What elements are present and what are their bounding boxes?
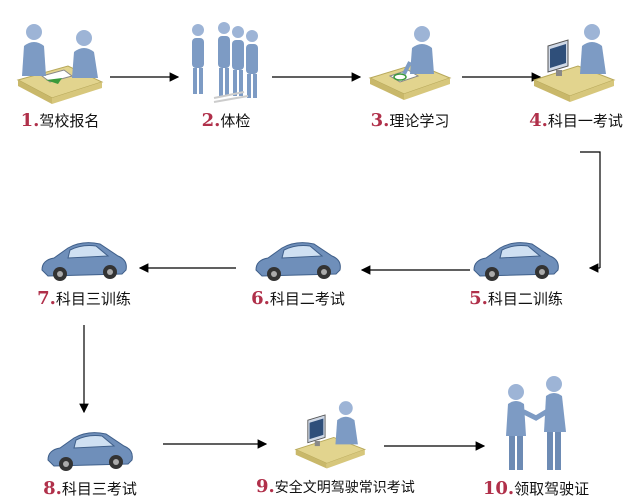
step-7: 7.科目三训练 [14, 234, 154, 309]
step-6-text: 科目二考试 [269, 290, 345, 308]
step-5-label: 5.科目二训练 [469, 288, 563, 309]
step-1-number: 1. [20, 110, 40, 131]
car-icon [41, 242, 127, 281]
step-6: 6.科目二考试 [228, 234, 368, 309]
step-3-label: 3.理论学习 [371, 110, 450, 131]
step-3: 3.理论学习 [340, 18, 480, 131]
step-4-text: 科目一考试 [547, 112, 623, 130]
step-9-text: 安全文明驾驶常识考试 [274, 480, 415, 496]
study-desk-icon [368, 26, 452, 100]
car-icon [47, 432, 133, 471]
step-4: 4.科目一考试 [506, 18, 626, 131]
step-1: 1.驾校报名 [0, 18, 130, 131]
step-3-text: 理论学习 [389, 112, 450, 130]
car-icon [255, 242, 341, 281]
step-7-text: 科目三训练 [55, 290, 131, 308]
step-10-text: 领取驾驶证 [514, 480, 590, 498]
step-2-number: 2. [201, 110, 221, 131]
step-10: 10.领取驾驶证 [466, 372, 606, 499]
arrow-4-to-5 [580, 151, 601, 268]
step-2-label: 2.体检 [202, 110, 251, 131]
people-queue-icon [192, 22, 258, 103]
step-8-label: 8.科目三考试 [43, 478, 137, 499]
step-3-number: 3. [370, 110, 390, 131]
step-9-label: 9.安全文明驾驶常识考试 [256, 476, 415, 497]
step-4-number: 4. [529, 110, 548, 131]
step-6-label: 6.科目二考试 [251, 288, 345, 309]
step-5-number: 5. [469, 288, 488, 309]
step-1-label: 1.驾校报名 [21, 110, 100, 131]
step-4-label: 4.科目一考试 [529, 110, 623, 131]
step-1-text: 驾校报名 [39, 112, 100, 130]
step-9: 9.安全文明驾驶常识考试 [256, 396, 415, 497]
handshake-icon [506, 376, 566, 470]
computer-exam-icon [294, 401, 367, 469]
registration-desk-icon [16, 24, 104, 104]
step-7-number: 7. [37, 288, 56, 309]
car-icon [473, 242, 559, 281]
step-6-number: 6. [251, 288, 270, 309]
step-5-text: 科目二训练 [487, 290, 563, 308]
step-7-label: 7.科目三训练 [37, 288, 131, 309]
computer-exam-icon [532, 24, 616, 102]
step-10-label: 10.领取驾驶证 [483, 478, 589, 499]
step-2-text: 体检 [220, 112, 251, 130]
step-5: 5.科目二训练 [446, 234, 586, 309]
step-9-number: 9. [256, 476, 275, 497]
step-8-text: 科目三考试 [61, 480, 137, 498]
step-8: 8.科目三考试 [20, 424, 160, 499]
step-10-number: 10. [482, 478, 515, 499]
step-8-number: 8. [43, 478, 62, 499]
step-2: 2.体检 [156, 18, 296, 131]
